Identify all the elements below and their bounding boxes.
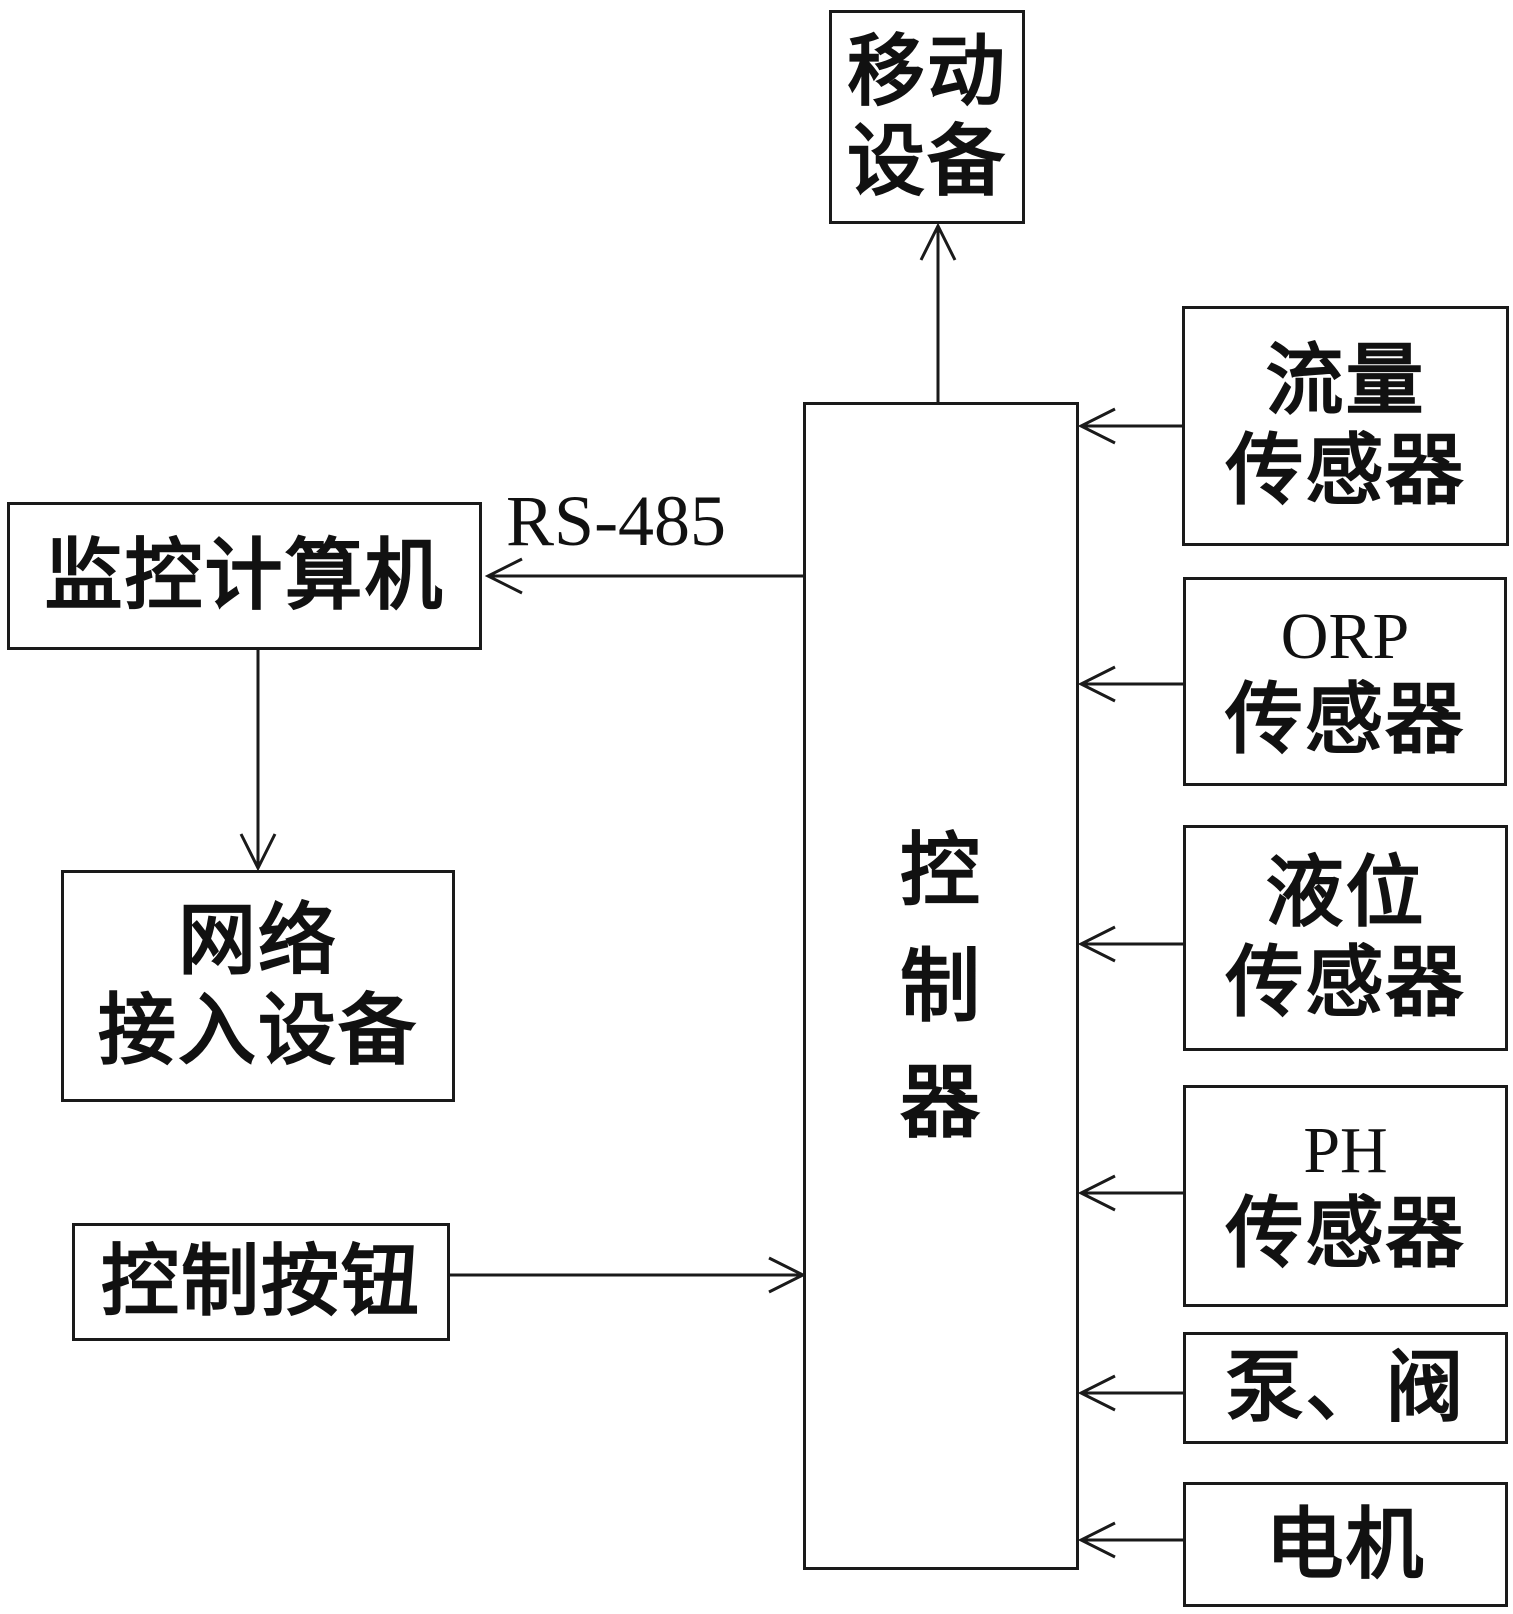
control-button-box: 控制按钮 (72, 1223, 450, 1341)
motor-label: 电机 (1265, 1498, 1426, 1590)
network-device-label-line2: 接入设备 (97, 985, 418, 1076)
controller-box: 控 制 器 (803, 402, 1079, 1570)
controller-label-char3: 器 (900, 1055, 982, 1149)
pump-valve-box: 泵、阀 (1183, 1332, 1508, 1444)
level-sensor-label-line1: 液位 (1265, 847, 1426, 939)
mobile-device-label-line1: 移动 (846, 26, 1007, 118)
orp-sensor-label-line1: ORP (1280, 599, 1410, 673)
ph-sensor-box: PH 传感器 (1183, 1085, 1508, 1307)
motor-box: 电机 (1183, 1482, 1508, 1607)
rs485-link-label: RS-485 (506, 481, 727, 561)
network-device-box: 网络 接入设备 (61, 870, 455, 1102)
monitor-computer-label: 监控计算机 (44, 530, 445, 622)
controller-label-char2: 制 (900, 939, 982, 1033)
mobile-device-label-line2: 设备 (846, 116, 1007, 207)
control-button-label: 控制按钮 (100, 1236, 421, 1328)
flow-sensor-label-line2: 传感器 (1225, 425, 1466, 516)
orp-sensor-box: ORP 传感器 (1183, 577, 1507, 786)
orp-sensor-label-line2: 传感器 (1224, 673, 1465, 765)
ph-sensor-label-line1: PH (1303, 1114, 1388, 1188)
flow-sensor-label-line1: 流量 (1265, 335, 1426, 427)
level-sensor-box: 液位 传感器 (1183, 825, 1508, 1051)
flow-sensor-box: 流量 传感器 (1182, 306, 1509, 546)
ph-sensor-label-line2: 传感器 (1225, 1188, 1466, 1280)
network-device-label-line1: 网络 (177, 895, 338, 987)
pump-valve-label: 泵、阀 (1225, 1342, 1466, 1434)
level-sensor-label-line2: 传感器 (1225, 937, 1466, 1028)
controller-label-char1: 控 (900, 823, 982, 917)
monitor-computer-box: 监控计算机 (7, 502, 482, 650)
mobile-device-box: 移动 设备 (829, 10, 1025, 224)
